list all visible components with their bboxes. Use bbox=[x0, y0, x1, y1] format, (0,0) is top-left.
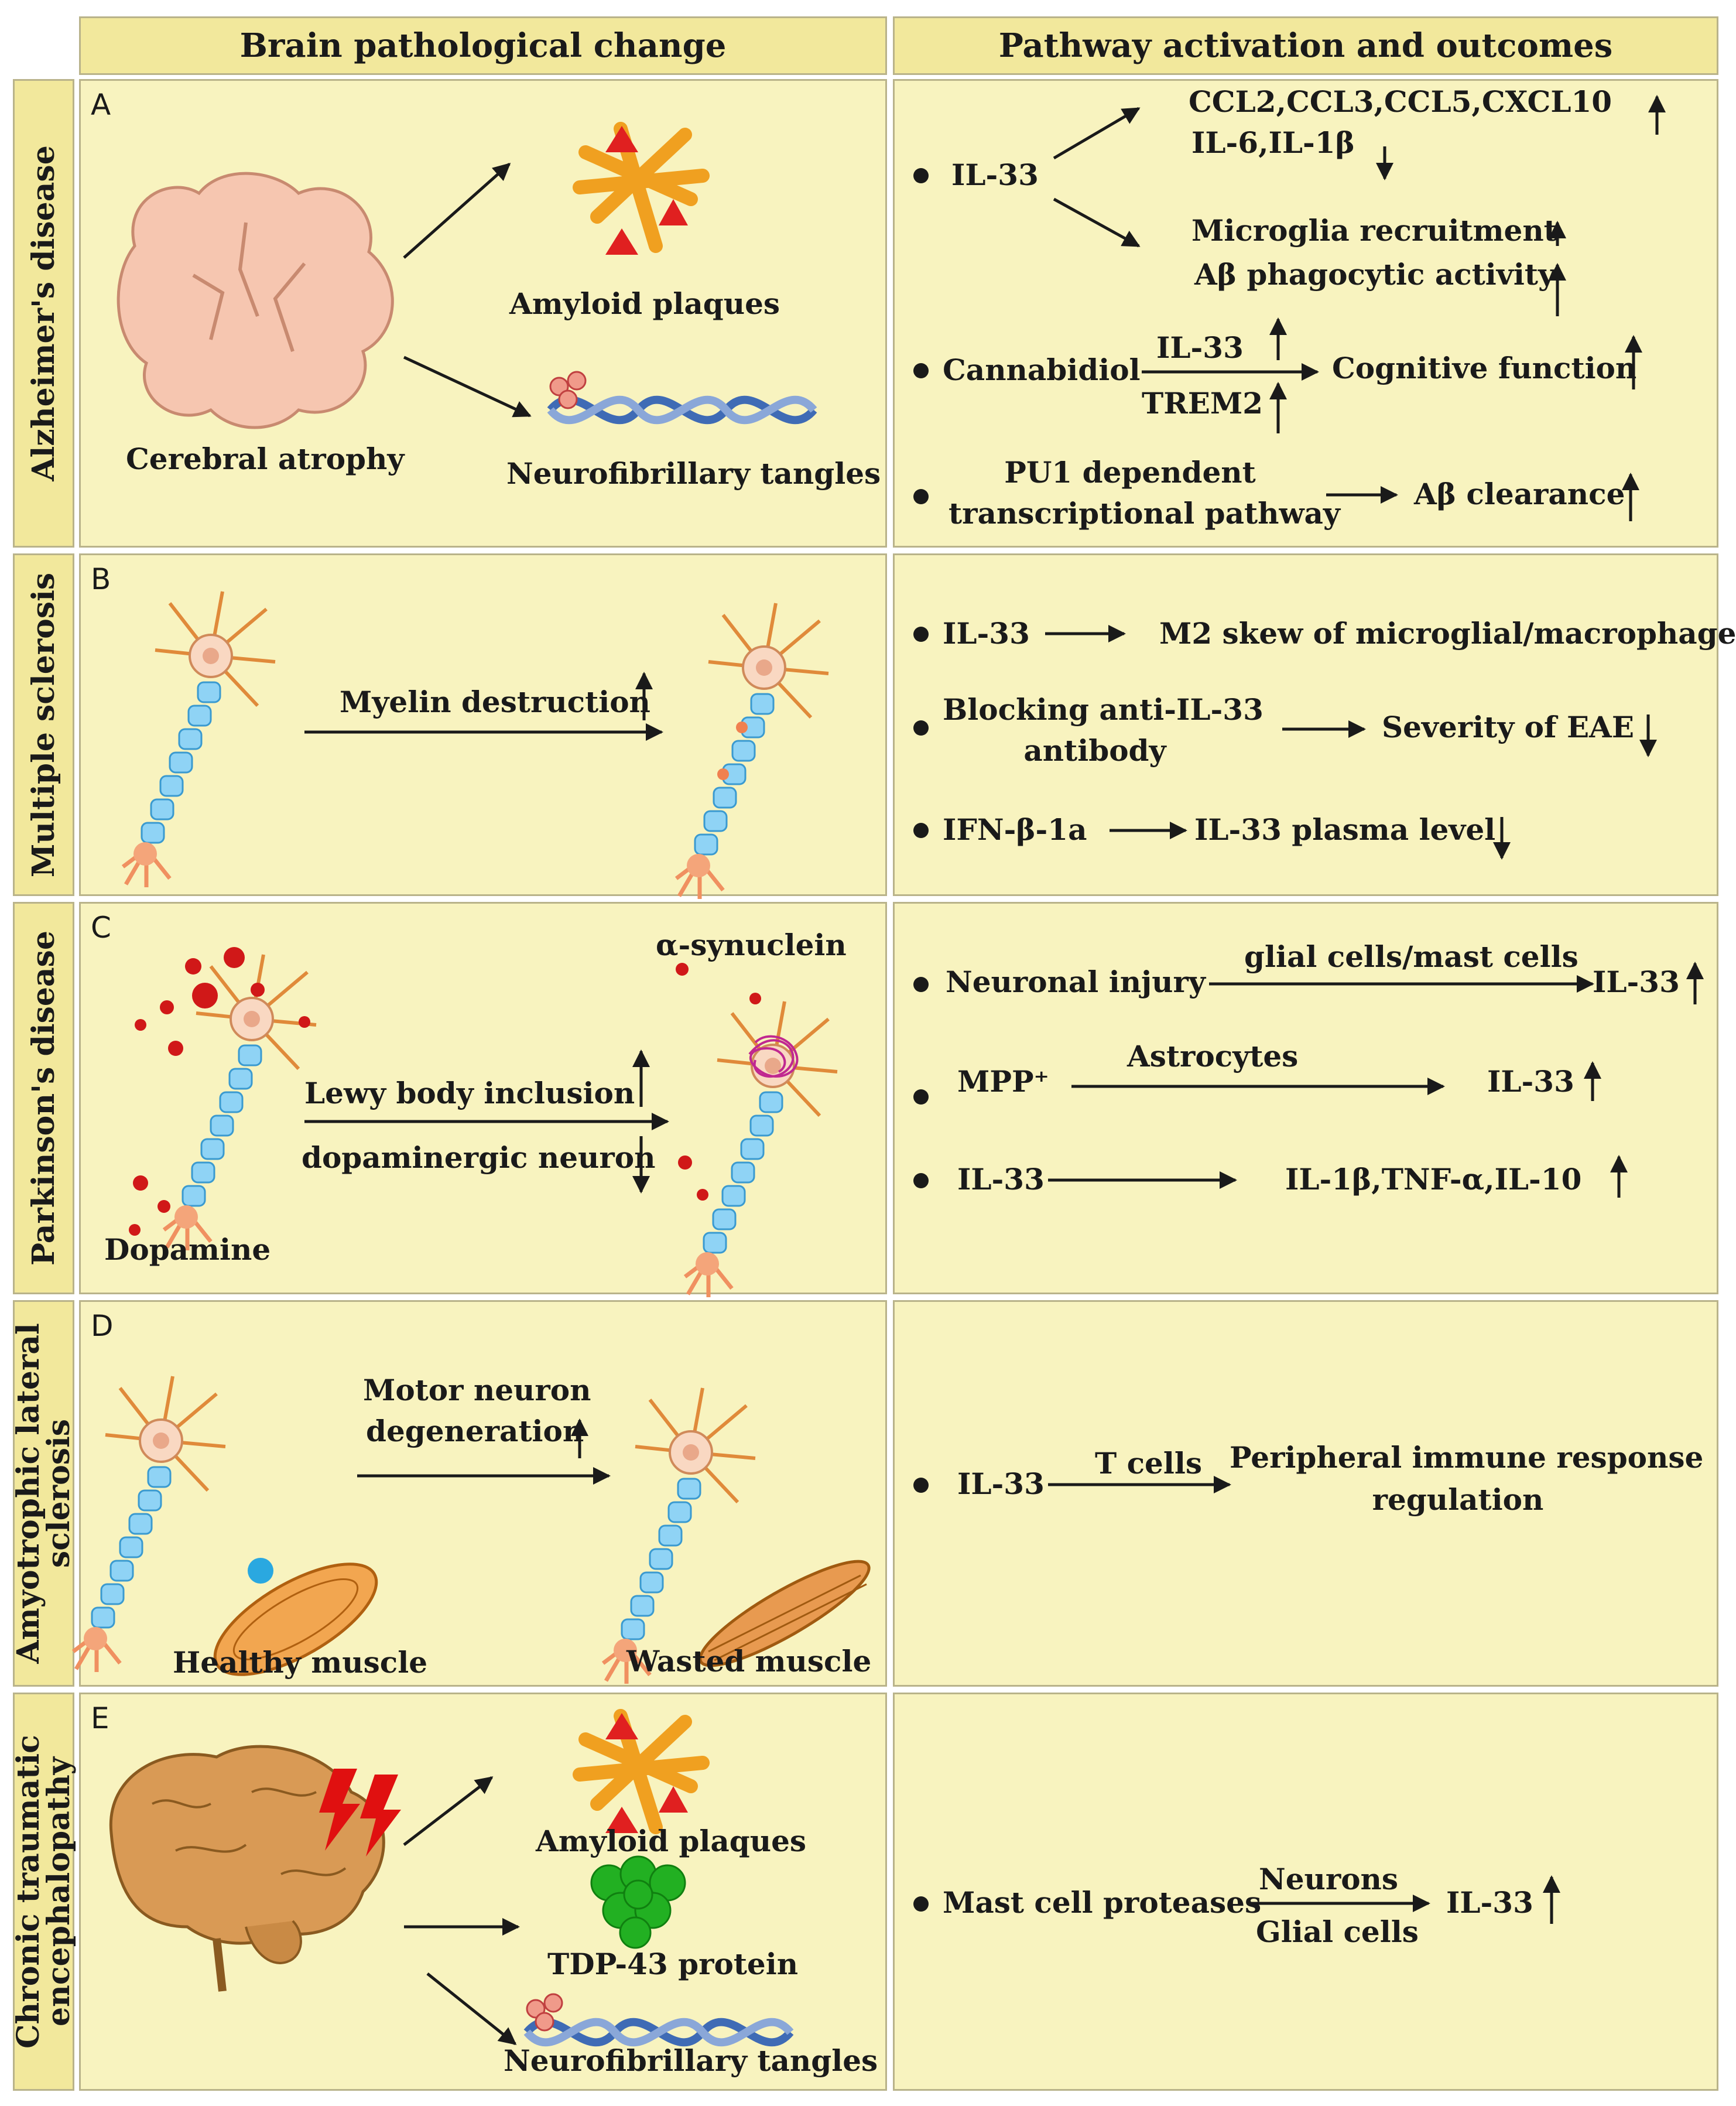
label-il33-a: IL-33 bbox=[951, 158, 1039, 192]
label-transcriptional-pathway: transcriptional pathway bbox=[949, 496, 1340, 531]
label-regulation: regulation bbox=[1372, 1482, 1544, 1517]
panel-c-right bbox=[893, 902, 1718, 1294]
label-mast-cell-proteases: Mast cell proteases bbox=[943, 1885, 1262, 1920]
bullet-c1 bbox=[913, 977, 929, 992]
panel-letter-c: C bbox=[91, 911, 111, 945]
bullet-c3 bbox=[913, 1173, 929, 1188]
label-neuronal-injury: Neuronal injury bbox=[946, 965, 1206, 999]
label-amyloid-plaques-a: Amyloid plaques bbox=[509, 286, 780, 321]
label-glial-cells: Glial cells bbox=[1256, 1914, 1419, 1949]
label-wasted-muscle: Wasted muscle bbox=[626, 1644, 872, 1678]
panel-letter-b: B bbox=[91, 562, 111, 596]
bullet-e1 bbox=[913, 1896, 929, 1912]
side-label-cte: Chronic traumatic encephalopathy bbox=[10, 1693, 77, 2091]
label-myelin-destruction: Myelin destruction bbox=[340, 685, 650, 719]
label-severity-eae: Severity of EAE bbox=[1382, 710, 1634, 744]
bullet-a3 bbox=[913, 489, 929, 504]
bullet-a2 bbox=[913, 363, 929, 378]
side-label-parkinsons: Parkinson's disease bbox=[13, 902, 74, 1294]
label-il33-e: IL-33 bbox=[1446, 1885, 1533, 1920]
label-il33-c3: IL-33 bbox=[957, 1162, 1045, 1196]
header-left: Brain pathological change bbox=[79, 16, 887, 75]
label-il33-b: IL-33 bbox=[943, 616, 1030, 651]
label-il33-c1: IL-33 bbox=[1593, 965, 1680, 999]
bullet-a1 bbox=[913, 168, 929, 183]
panel-letter-d: D bbox=[91, 1309, 114, 1343]
label-astrocytes: Astrocytes bbox=[1127, 1039, 1299, 1073]
label-t-cells: T cells bbox=[1095, 1446, 1203, 1481]
bullet-c2 bbox=[913, 1089, 929, 1105]
label-cannabidiol: Cannabidiol bbox=[943, 353, 1141, 387]
label-neurofibrillary-tangles-a: Neurofibrillary tangles bbox=[506, 456, 881, 491]
panel-a-right bbox=[893, 79, 1718, 548]
label-peripheral-immune: Peripheral immune response bbox=[1230, 1440, 1704, 1475]
label-m2-skew: M2 skew of microglial/macrophage bbox=[1159, 616, 1736, 651]
bullet-b2 bbox=[913, 720, 929, 736]
bullet-d1 bbox=[913, 1478, 929, 1493]
label-alpha-synuclein: α-synuclein bbox=[656, 928, 847, 962]
panel-e-left bbox=[79, 1693, 887, 2091]
label-abeta-phagocytic: Aβ phagocytic activity bbox=[1194, 257, 1555, 292]
label-ifn-beta: IFN-β-1a bbox=[943, 812, 1087, 847]
header-right: Pathway activation and outcomes bbox=[893, 16, 1718, 75]
panel-b-right bbox=[893, 553, 1718, 896]
label-mpp: MPP⁺ bbox=[957, 1064, 1049, 1099]
label-cerebral-atrophy: Cerebral atrophy bbox=[126, 442, 405, 476]
bullet-b3 bbox=[913, 823, 929, 838]
label-microglia-recruitment: Microglia recruitment bbox=[1191, 213, 1557, 248]
label-trem2: TREM2 bbox=[1142, 386, 1264, 420]
side-label-cte-text: Chronic traumatic encephalopathy bbox=[10, 1735, 77, 2049]
panel-letter-a: A bbox=[91, 88, 111, 122]
label-lewy-body: Lewy body inclusion bbox=[304, 1076, 635, 1110]
label-neurofibrillary-tangles-e: Neurofibrillary tangles bbox=[504, 2043, 878, 2078]
side-label-ms: Multiple sclerosis bbox=[13, 553, 74, 896]
label-pu1-dependent: PU1 dependent bbox=[1004, 455, 1256, 490]
label-tdp43: TDP-43 protein bbox=[547, 1947, 799, 1981]
label-motor-neuron: Motor neuron bbox=[363, 1373, 591, 1407]
side-label-als-text: Amyotrophic lateral sclerosis bbox=[10, 1323, 77, 1664]
label-cbd-il33: IL-33 bbox=[1156, 330, 1244, 365]
panel-letter-e: E bbox=[91, 1701, 109, 1735]
label-il33-plasma-level: IL-33 plasma level bbox=[1194, 812, 1496, 847]
label-blocking-anti-il33: Blocking anti-IL-33 bbox=[943, 692, 1264, 727]
label-abeta-clearance: Aβ clearance bbox=[1414, 477, 1625, 511]
label-glial-mast-cells: glial cells/mast cells bbox=[1244, 939, 1579, 974]
label-dopamine: Dopamine bbox=[104, 1232, 271, 1267]
panel-e-right bbox=[893, 1693, 1718, 2091]
panel-d-right bbox=[893, 1300, 1718, 1687]
label-cognitive-function: Cognitive function bbox=[1332, 351, 1637, 385]
label-dopaminergic-neuron: dopaminergic neuron bbox=[302, 1140, 656, 1175]
side-label-alzheimers: Alzheimer's disease bbox=[13, 79, 74, 548]
label-degeneration: degeneration bbox=[366, 1414, 584, 1448]
label-healthy-muscle: Healthy muscle bbox=[173, 1645, 428, 1680]
panel-b-left bbox=[79, 553, 887, 896]
label-il33-c2: IL-33 bbox=[1487, 1064, 1574, 1099]
bullet-b1 bbox=[913, 627, 929, 642]
label-il33-d: IL-33 bbox=[957, 1466, 1045, 1501]
panel-d-left bbox=[79, 1300, 887, 1687]
label-antibody: antibody bbox=[1023, 733, 1166, 768]
label-cytokines: IL-6,IL-1β bbox=[1191, 125, 1355, 160]
label-amyloid-plaques-e: Amyloid plaques bbox=[536, 1824, 807, 1858]
label-il1b-tnf-il10: IL-1β,TNF-α,IL-10 bbox=[1285, 1162, 1582, 1196]
label-chemokines: CCL2,CCL3,CCL5,CXCL10 bbox=[1189, 84, 1612, 119]
label-neurons: Neurons bbox=[1259, 1862, 1399, 1896]
side-label-als: Amyotrophic lateral sclerosis bbox=[10, 1300, 77, 1687]
